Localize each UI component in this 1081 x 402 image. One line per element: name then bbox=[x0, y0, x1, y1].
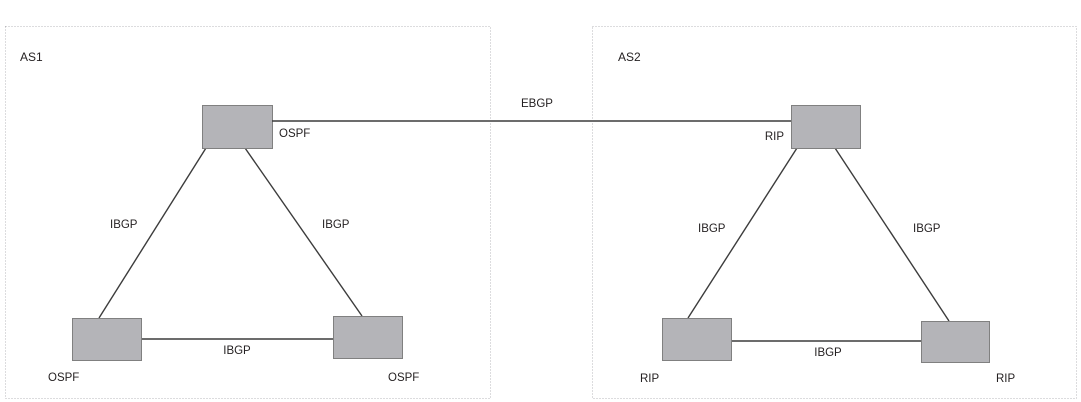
router-node-as1-bottom-right[interactable] bbox=[333, 316, 403, 359]
router-protocol-label-as1-top: OSPF bbox=[279, 128, 310, 140]
link-line-as2-right-leg[interactable] bbox=[834, 147, 950, 322]
router-node-as2-bottom-right[interactable] bbox=[921, 321, 990, 363]
as-boundary-as1 bbox=[5, 26, 491, 399]
link-label-as1-base: IBGP bbox=[223, 345, 251, 357]
as-label-as2: AS2 bbox=[618, 50, 641, 64]
link-label-as1-right-leg: IBGP bbox=[322, 219, 350, 231]
router-protocol-label-as2-top: RIP bbox=[765, 131, 785, 143]
router-node-as1-bottom-left[interactable] bbox=[72, 318, 142, 361]
router-node-as2-bottom-left[interactable] bbox=[662, 318, 732, 361]
link-label-ebgp-link: EBGP bbox=[521, 98, 553, 110]
link-label-as2-base: IBGP bbox=[814, 347, 842, 359]
router-protocol-label-as2-bottom-left: RIP bbox=[640, 373, 660, 385]
link-label-as1-left-leg: IBGP bbox=[110, 219, 138, 231]
router-protocol-label-as1-bottom-right: OSPF bbox=[388, 372, 419, 384]
router-protocol-label-as1-bottom-left: OSPF bbox=[48, 372, 79, 384]
router-node-as2-top[interactable] bbox=[791, 105, 861, 149]
link-label-as2-left-leg: IBGP bbox=[698, 223, 726, 235]
link-line-as2-left-leg[interactable] bbox=[687, 147, 798, 319]
link-line-as1-right-leg[interactable] bbox=[244, 147, 363, 317]
as-boundary-as2 bbox=[592, 26, 1077, 399]
as-label-as1: AS1 bbox=[20, 50, 43, 64]
external-link-group: EBGP bbox=[272, 98, 791, 122]
router-protocol-label-as2-bottom-right: RIP bbox=[996, 373, 1016, 385]
link-label-as2-right-leg: IBGP bbox=[913, 223, 941, 235]
router-node-as1-top[interactable] bbox=[202, 105, 273, 149]
link-line-as1-left-leg[interactable] bbox=[98, 147, 207, 319]
